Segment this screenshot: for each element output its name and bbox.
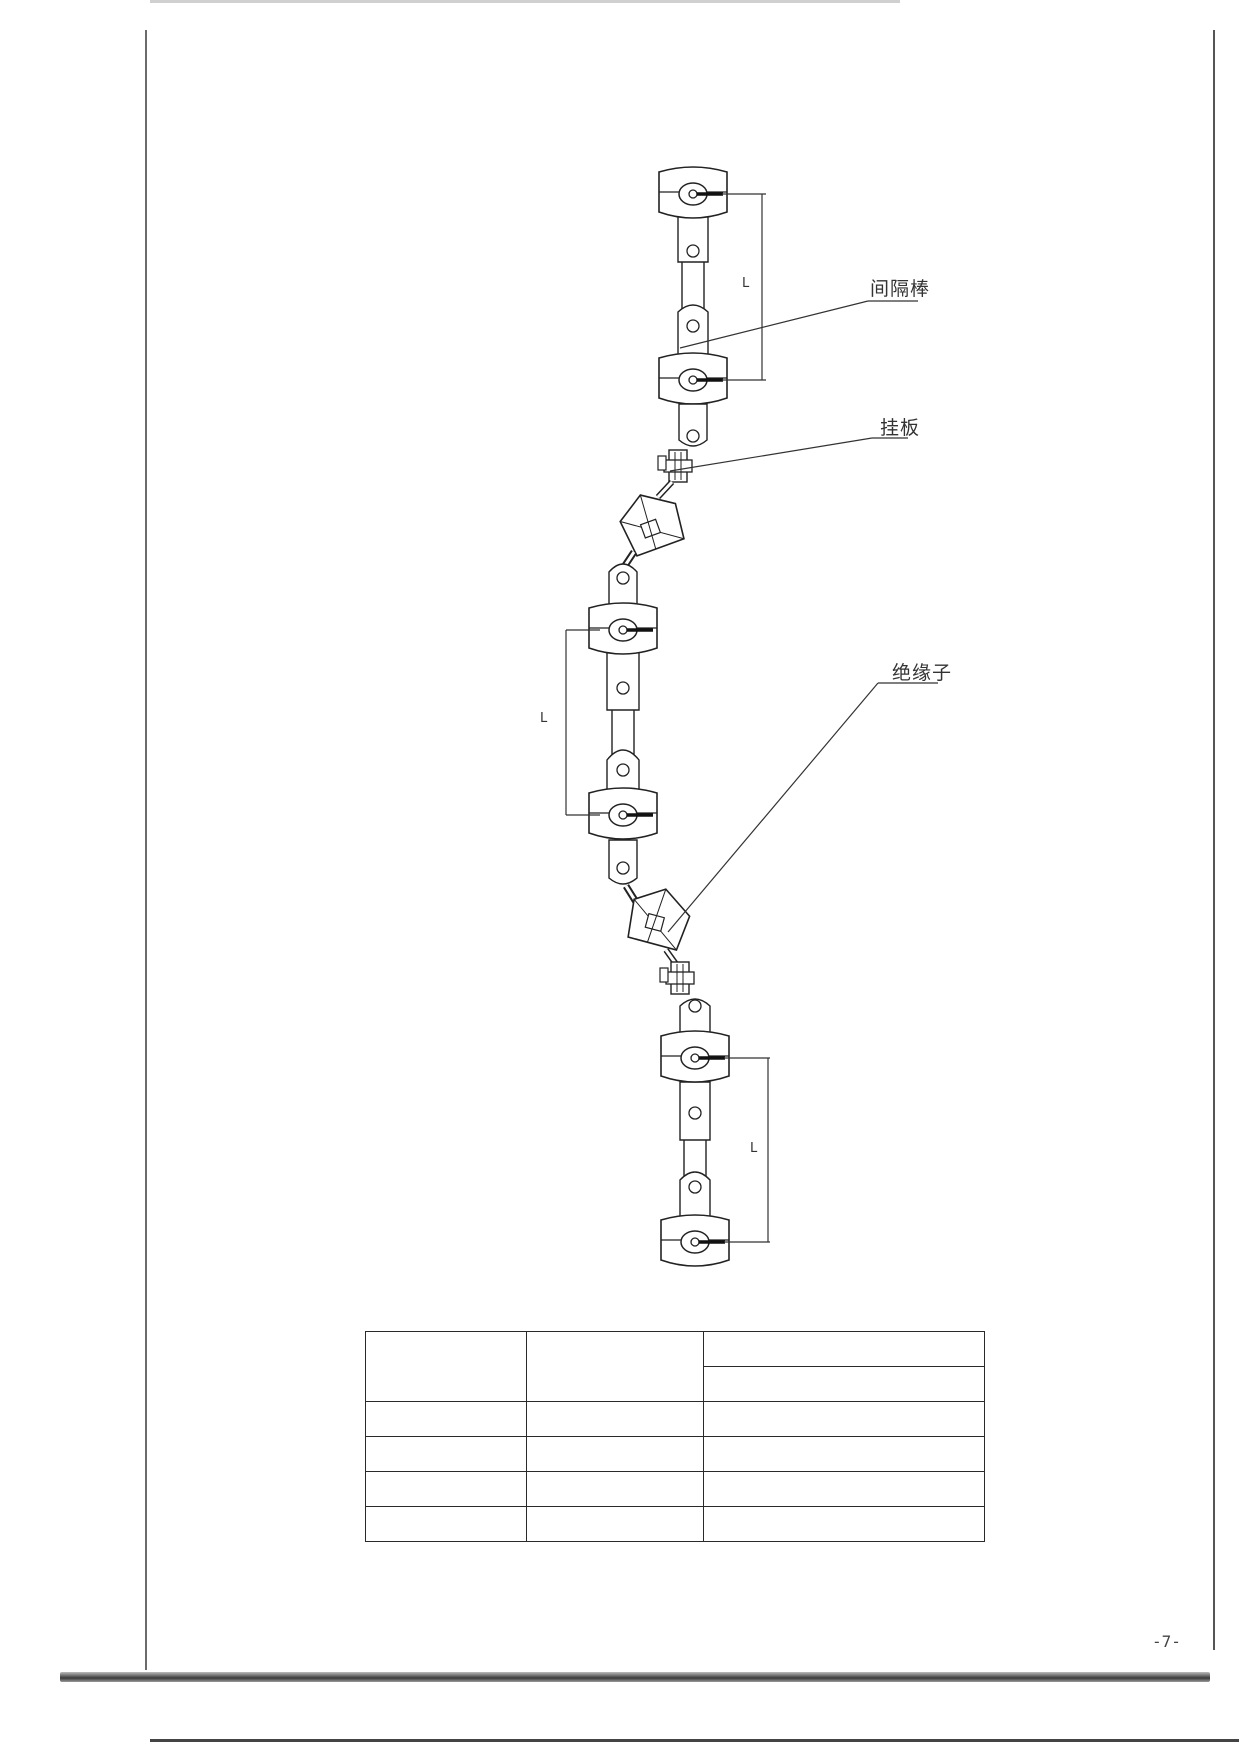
insulator-upper xyxy=(613,483,689,559)
table-row xyxy=(365,1506,985,1542)
spacer-assembly-top xyxy=(657,165,729,447)
hanging-plate-callout: 挂板 xyxy=(880,417,921,439)
table-cell xyxy=(703,1401,985,1437)
leader-lines xyxy=(667,300,938,933)
table-cell xyxy=(365,1401,527,1437)
scan-bottom-shadow xyxy=(60,1672,1210,1682)
table-cell xyxy=(365,1331,527,1402)
table-row xyxy=(365,1401,985,1437)
insulator-lower xyxy=(623,881,696,952)
table-cell xyxy=(703,1366,985,1402)
table-row xyxy=(365,1436,985,1472)
page-number: -7- xyxy=(1152,1632,1181,1651)
table-row xyxy=(365,1471,985,1507)
table-cell xyxy=(526,1401,704,1437)
dimension-label-top: L xyxy=(742,276,751,291)
table-cell xyxy=(703,1436,985,1472)
dimension-lines xyxy=(565,193,770,1243)
table-cell xyxy=(365,1436,527,1472)
table-cell xyxy=(526,1436,704,1472)
table-cell xyxy=(526,1506,704,1542)
table-cell xyxy=(526,1471,704,1507)
dimension-label-middle: L xyxy=(540,711,549,726)
spacer-callout: 间隔棒 xyxy=(870,278,931,300)
spacer-assembly-middle xyxy=(587,563,659,885)
table-header-row xyxy=(365,1331,985,1402)
table-cell xyxy=(365,1506,527,1542)
scan-bottom-edge xyxy=(150,1739,1239,1742)
hanging-plate-upper xyxy=(657,449,693,483)
spec-table xyxy=(365,1331,985,1542)
spacer-assembly-bottom xyxy=(659,998,731,1268)
scan-right-edge xyxy=(1213,30,1215,1650)
binding-edge xyxy=(145,30,147,1670)
table-cell xyxy=(703,1471,985,1507)
table-cell xyxy=(526,1331,704,1402)
table-cell xyxy=(703,1506,985,1542)
table-cell xyxy=(365,1471,527,1507)
dimension-label-bottom: L xyxy=(750,1141,759,1156)
insulator-callout: 绝缘子 xyxy=(892,662,953,684)
table-cell xyxy=(703,1331,985,1367)
scan-top-edge xyxy=(150,0,900,3)
hanging-plate-lower xyxy=(659,961,695,995)
